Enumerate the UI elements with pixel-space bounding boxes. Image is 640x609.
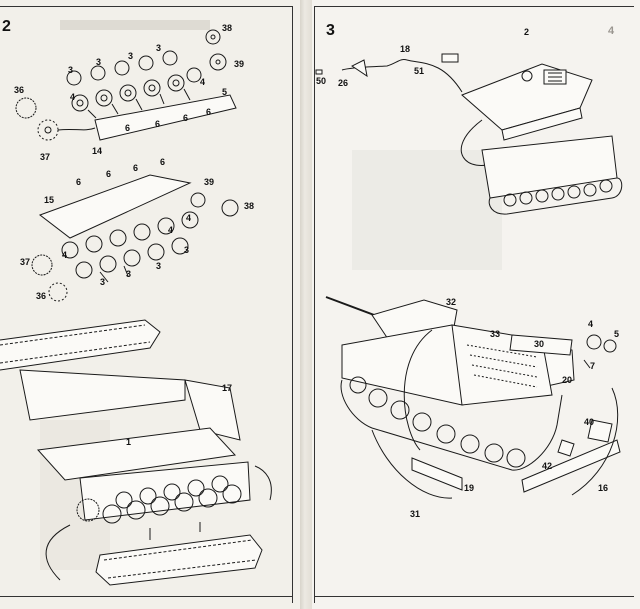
upper-road-wheels (66, 50, 202, 112)
callout-4: 4 (588, 319, 594, 329)
callout-4: 4 (200, 77, 206, 87)
callout-20: 20 (562, 375, 573, 385)
callout-38: 38 (222, 23, 233, 33)
callout-19: 19 (464, 483, 475, 493)
callout-5: 5 (222, 87, 228, 97)
callout-31: 31 (410, 509, 421, 519)
callout-15: 15 (44, 195, 55, 205)
callout-6: 6 (76, 177, 82, 187)
callout-3: 3 (184, 245, 190, 255)
callout-33: 33 (490, 329, 501, 339)
callout-6: 6 (206, 107, 212, 117)
callout-7: 7 (590, 361, 596, 371)
callout-4: 4 (186, 213, 192, 223)
callout-26: 26 (338, 78, 349, 88)
callout-6: 6 (106, 169, 112, 179)
callout-32: 32 (446, 297, 457, 307)
upper-group-wheels (503, 179, 613, 207)
callout-36: 36 (14, 85, 25, 95)
callout-3: 3 (156, 261, 162, 271)
callout-39: 39 (204, 177, 215, 187)
bottom-road-wheels (102, 475, 242, 524)
suspension-assembly-diagram (0, 20, 272, 586)
callout-16: 16 (598, 483, 609, 493)
callout-6: 6 (125, 123, 131, 133)
callout-3: 3 (100, 277, 106, 287)
step-number-2: 2 (2, 18, 11, 35)
lower-road-wheels (61, 211, 199, 279)
callout-6: 6 (133, 163, 139, 173)
callout-3: 3 (96, 57, 102, 67)
right-page: 3 4 (312, 0, 640, 609)
callout-3: 3 (126, 269, 132, 279)
step-number-3: 3 (326, 22, 335, 39)
callout-1: 1 (126, 437, 132, 447)
callout-6: 6 (160, 157, 166, 167)
callout-39: 39 (234, 59, 245, 69)
callout-51: 51 (414, 66, 425, 76)
callout-30: 30 (534, 339, 545, 349)
callout-4: 4 (70, 92, 76, 102)
callout-17: 17 (222, 383, 233, 393)
callout-6: 6 (183, 113, 189, 123)
left-page: 2 (0, 0, 300, 609)
callout-40: 40 (584, 417, 595, 427)
callout-4: 4 (168, 225, 174, 235)
callout-18: 18 (400, 44, 411, 54)
callout-3: 3 (128, 51, 134, 61)
callout-2: 2 (524, 27, 530, 37)
callout-38: 38 (244, 201, 255, 211)
callout-5: 5 (614, 329, 620, 339)
callout-42: 42 (542, 461, 553, 471)
callout-3: 3 (68, 65, 74, 75)
callout-37: 37 (40, 152, 51, 162)
callout-4: 4 (62, 250, 68, 260)
callout-50: 50 (316, 76, 327, 86)
callout-14: 14 (92, 146, 103, 156)
tank-road-wheels (349, 376, 526, 468)
callout-36: 36 (36, 291, 47, 301)
callout-6: 6 (155, 119, 161, 129)
callout-3: 3 (156, 43, 162, 53)
page-fold (300, 0, 312, 609)
page-corner-number: 4 (608, 25, 615, 37)
callout-37: 37 (20, 257, 31, 267)
hull-assembly-diagram (315, 53, 623, 499)
